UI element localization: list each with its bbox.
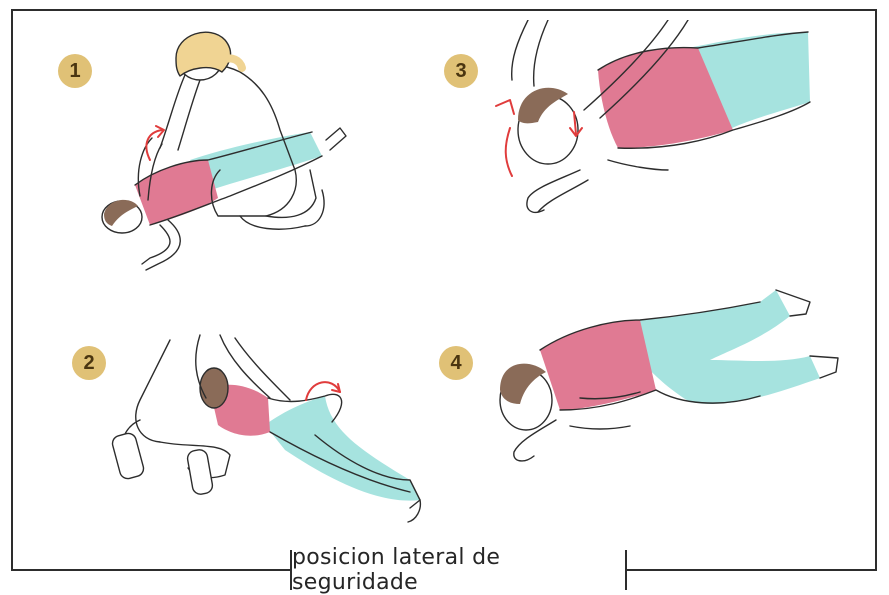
step-2-badge: 2 (72, 346, 106, 380)
step-1-illustration (90, 20, 350, 280)
step-2-illustration (110, 330, 440, 535)
step-1-number: 1 (69, 60, 80, 83)
step-2-number: 2 (83, 352, 94, 375)
step-4-illustration (490, 280, 860, 470)
caption: posicion lateral de seguridade (290, 550, 627, 590)
caption-text: posicion lateral de seguridade (292, 545, 625, 595)
step-3-illustration (488, 20, 818, 230)
step-4-badge: 4 (439, 346, 473, 380)
step-1-badge: 1 (58, 54, 92, 88)
step-4-number: 4 (450, 352, 461, 375)
step-3-badge: 3 (444, 54, 478, 88)
step-3-number: 3 (455, 60, 466, 83)
